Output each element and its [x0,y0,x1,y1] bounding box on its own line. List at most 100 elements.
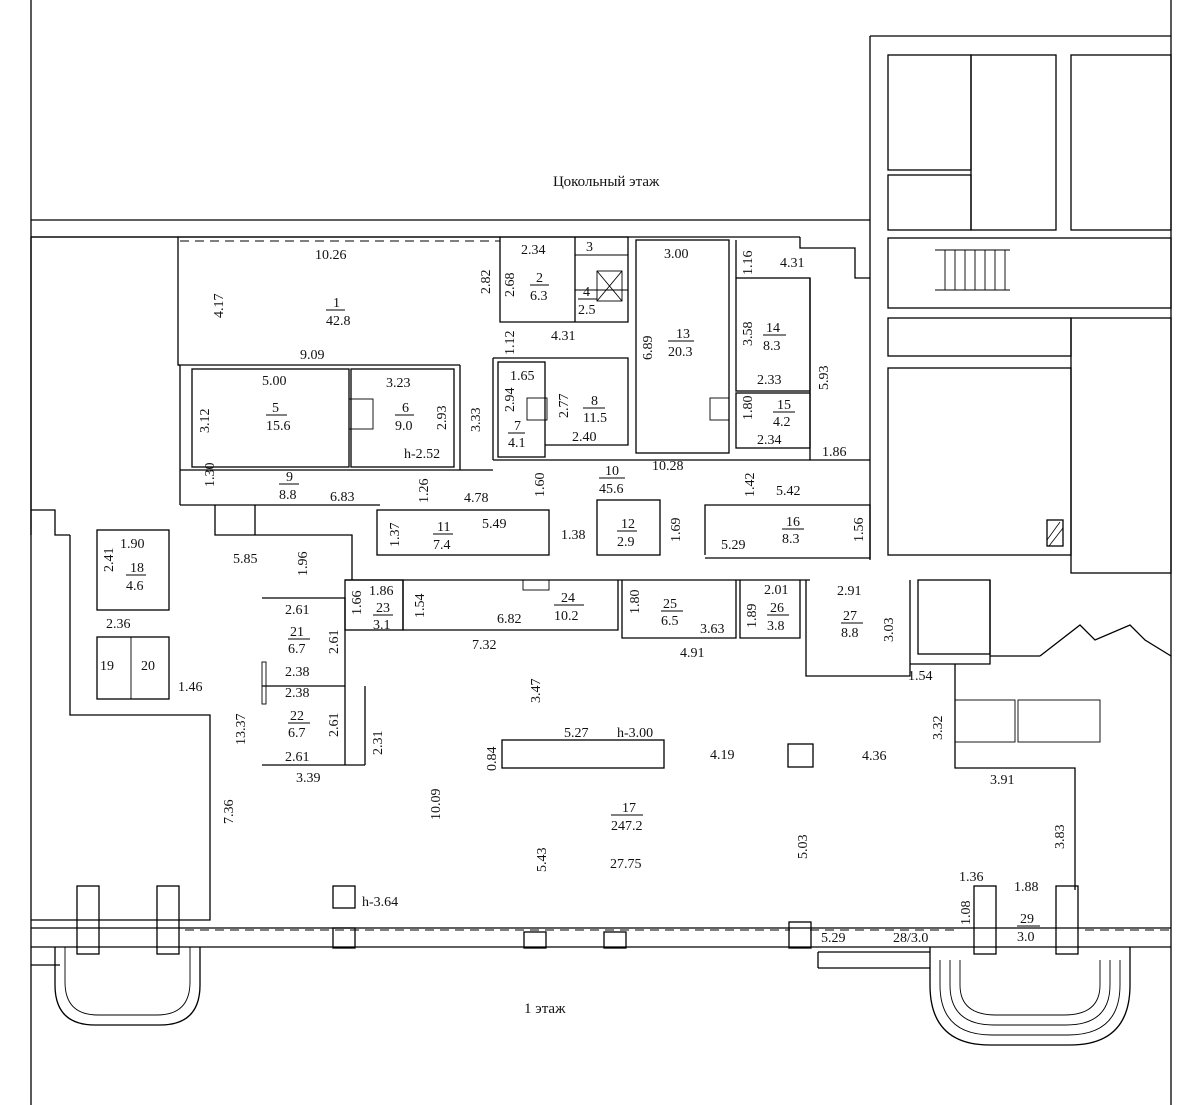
dimension: 1.65 [510,369,535,384]
dimension: 4.19 [710,748,735,763]
room-area: 4.2 [773,415,791,430]
room-area: 45.6 [599,482,624,497]
dimension: 5.85 [233,552,258,567]
dimension: 6.82 [497,612,522,627]
dimension: 5.00 [262,374,287,389]
dimension: 2.68 [503,273,518,298]
dimension: 4.36 [862,749,887,764]
room-area: 2.5 [578,303,596,318]
dimension: 1.37 [388,523,403,548]
room-area: 6.7 [288,726,306,741]
room-number: 29 [1020,912,1034,927]
room-number: 23 [376,601,390,616]
room-number: 7 [514,419,521,434]
dimension-labels-vertical: 4.17 2.82 2.68 1.12 6.89 1.16 3.58 5.93 … [102,251,1068,926]
room-number: 15 [777,398,791,413]
dimension: 2.41 [102,548,117,573]
first-floor-title: 1 этаж [524,1001,566,1017]
dimension: 2.40 [572,430,597,445]
room-area: 8.8 [841,626,859,641]
dimension: 2.31 [371,731,386,756]
dimension: 13.37 [234,714,249,746]
basement-title: Цокольный этаж [553,174,660,190]
room-area: 42.8 [326,314,351,329]
height-mark: h-3.00 [617,726,653,741]
room-number: 17 [622,801,636,816]
dimension: 2.34 [757,433,782,448]
room-number: 3 [586,240,593,255]
dimension: 1.12 [503,331,518,356]
dimension: 27.75 [610,857,642,872]
dimension: 1.80 [741,396,756,421]
room-number: 14 [766,321,780,336]
dimension: 1.08 [959,901,974,926]
room-number: 25 [663,597,677,612]
dimension: 5.29 [721,538,746,553]
dimension: 1.80 [628,590,643,615]
dimension: 2.93 [435,406,450,431]
dimension: 2.91 [837,584,862,599]
room-area: 11.5 [583,411,607,426]
room-number: 9 [286,470,293,485]
dimension: 2.01 [764,583,789,598]
height-mark: h-3.64 [362,895,398,910]
height-mark: h-2.52 [404,447,440,462]
fraction-bars [126,284,1040,927]
room-number: 19 [100,659,114,674]
room-number: 21 [290,625,304,640]
dimension: 10.26 [315,248,347,263]
dimension: 2.82 [479,270,494,295]
room-area: 4.6 [126,579,144,594]
dimension: 1.69 [669,518,684,543]
dimension: 1.89 [745,604,760,629]
dimension: 4.17 [212,294,227,319]
dimension: 1.26 [417,479,432,504]
room-area: 15.6 [266,419,291,434]
dimension: 4.91 [680,646,705,661]
dimension: 2.61 [285,750,310,765]
room-number: 16 [786,515,800,530]
dimension: 2.61 [285,603,310,618]
room-labels: 1 42.8 2 6.3 3 4 2.5 5 15.6 6 9.0 7 4.1 … [100,240,1035,946]
dimension: 3.00 [664,247,689,262]
dimension: 4.31 [780,256,805,271]
dimension: 2.77 [557,394,572,419]
dimension: 2.61 [327,713,342,738]
room-number: 20 [141,659,155,674]
dimension: 2.34 [521,243,546,258]
dimension: 10.28 [652,459,684,474]
dimension: 1.86 [369,584,394,599]
room-number: 13 [676,327,690,342]
dimension: 2.38 [285,686,310,701]
room-area: 6.7 [288,642,306,657]
room-area: 10.2 [554,609,579,624]
room-number: 24 [561,591,575,606]
room-number: 18 [130,561,144,576]
dimension: 0.84 [485,747,500,772]
dimension: 1.54 [413,594,428,619]
room-area: 8.3 [782,532,800,547]
dimension: 3.91 [990,773,1015,788]
room-number: 11 [437,520,450,535]
dimension: 7.36 [222,800,237,825]
dimension: 7.32 [472,638,497,653]
dimension: 2.94 [503,388,518,413]
dimension: 3.23 [386,376,411,391]
room-area: 3.0 [1017,930,1035,945]
dimension: 5.93 [817,366,832,391]
room-number: 8 [591,394,598,409]
dimension: 2.61 [327,630,342,655]
room-number: 22 [290,709,304,724]
room-number: 4 [583,285,590,300]
dimension: 1.88 [1014,880,1039,895]
dimension: 1.42 [743,473,758,498]
dimension: 5.43 [535,848,550,873]
dimension: 5.42 [776,484,801,499]
room-area: 3.1 [373,618,391,633]
dimension: 1.54 [908,669,933,684]
dimension: 1.90 [120,537,145,552]
room-area: 8.3 [763,339,781,354]
dimension: 10.09 [429,789,444,821]
